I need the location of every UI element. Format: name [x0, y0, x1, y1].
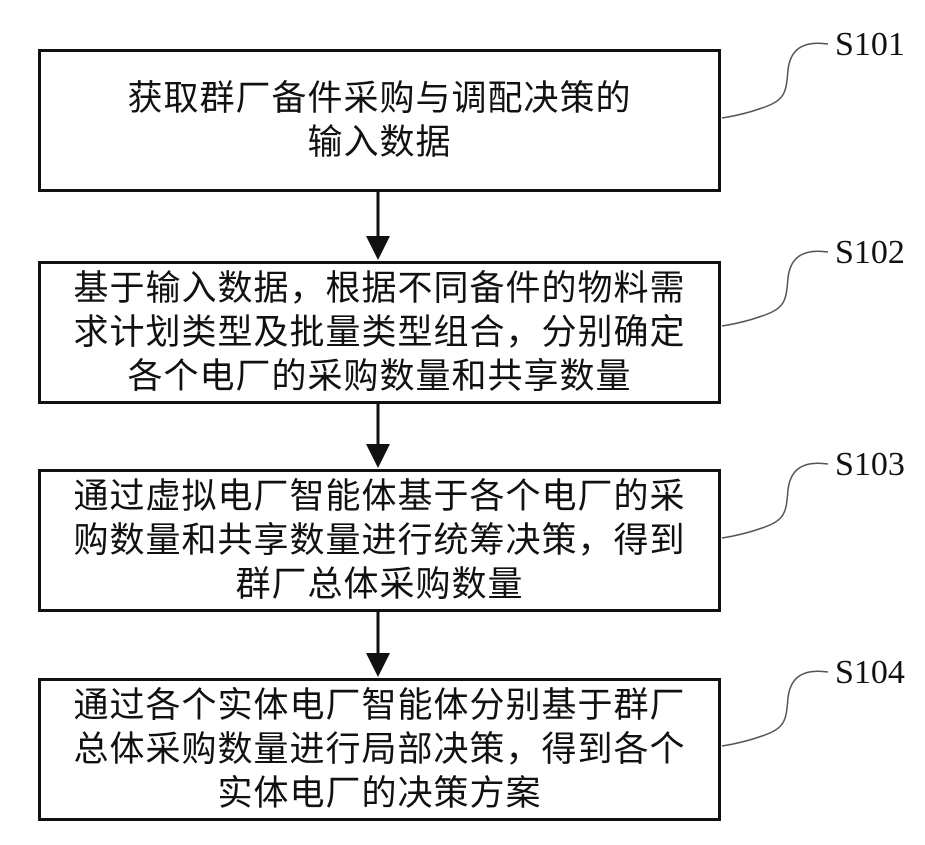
step-text-s102: 基于输入数据，根据不同备件的物料需 求计划类型及批量类型组合，分别确定 各个电厂…: [73, 267, 685, 399]
step-text-s101: 获取群厂备件采购与调配决策的 输入数据: [127, 77, 631, 165]
step-label-s103: S103: [835, 448, 905, 482]
step-label-s102: S102: [835, 236, 905, 270]
arrow-s102-to-s103: [366, 404, 390, 468]
leader-line-s103: [722, 463, 828, 538]
step-text-s104: 通过各个实体电厂智能体分别基于群厂 总体采购数量进行局部决策，得到各个 实体电厂…: [73, 684, 685, 816]
arrow-s103-to-s104: [366, 612, 390, 677]
step-box-s101: 获取群厂备件采购与调配决策的 输入数据: [38, 49, 721, 192]
step-box-s104: 通过各个实体电厂智能体分别基于群厂 总体采购数量进行局部决策，得到各个 实体电厂…: [38, 678, 721, 821]
step-label-s104: S104: [835, 656, 905, 690]
step-box-s102: 基于输入数据，根据不同备件的物料需 求计划类型及批量类型组合，分别确定 各个电厂…: [38, 261, 721, 404]
leader-line-s104: [722, 671, 828, 746]
leader-line-s101: [722, 43, 828, 118]
step-text-s103: 通过虚拟电厂智能体基于各个电厂的采 购数量和共享数量进行统筹决策，得到 群厂总体…: [73, 475, 685, 607]
step-box-s103: 通过虚拟电厂智能体基于各个电厂的采 购数量和共享数量进行统筹决策，得到 群厂总体…: [38, 469, 721, 612]
arrow-s101-to-s102: [366, 192, 390, 260]
step-label-s101: S101: [835, 28, 905, 62]
leader-line-s102: [722, 251, 828, 326]
